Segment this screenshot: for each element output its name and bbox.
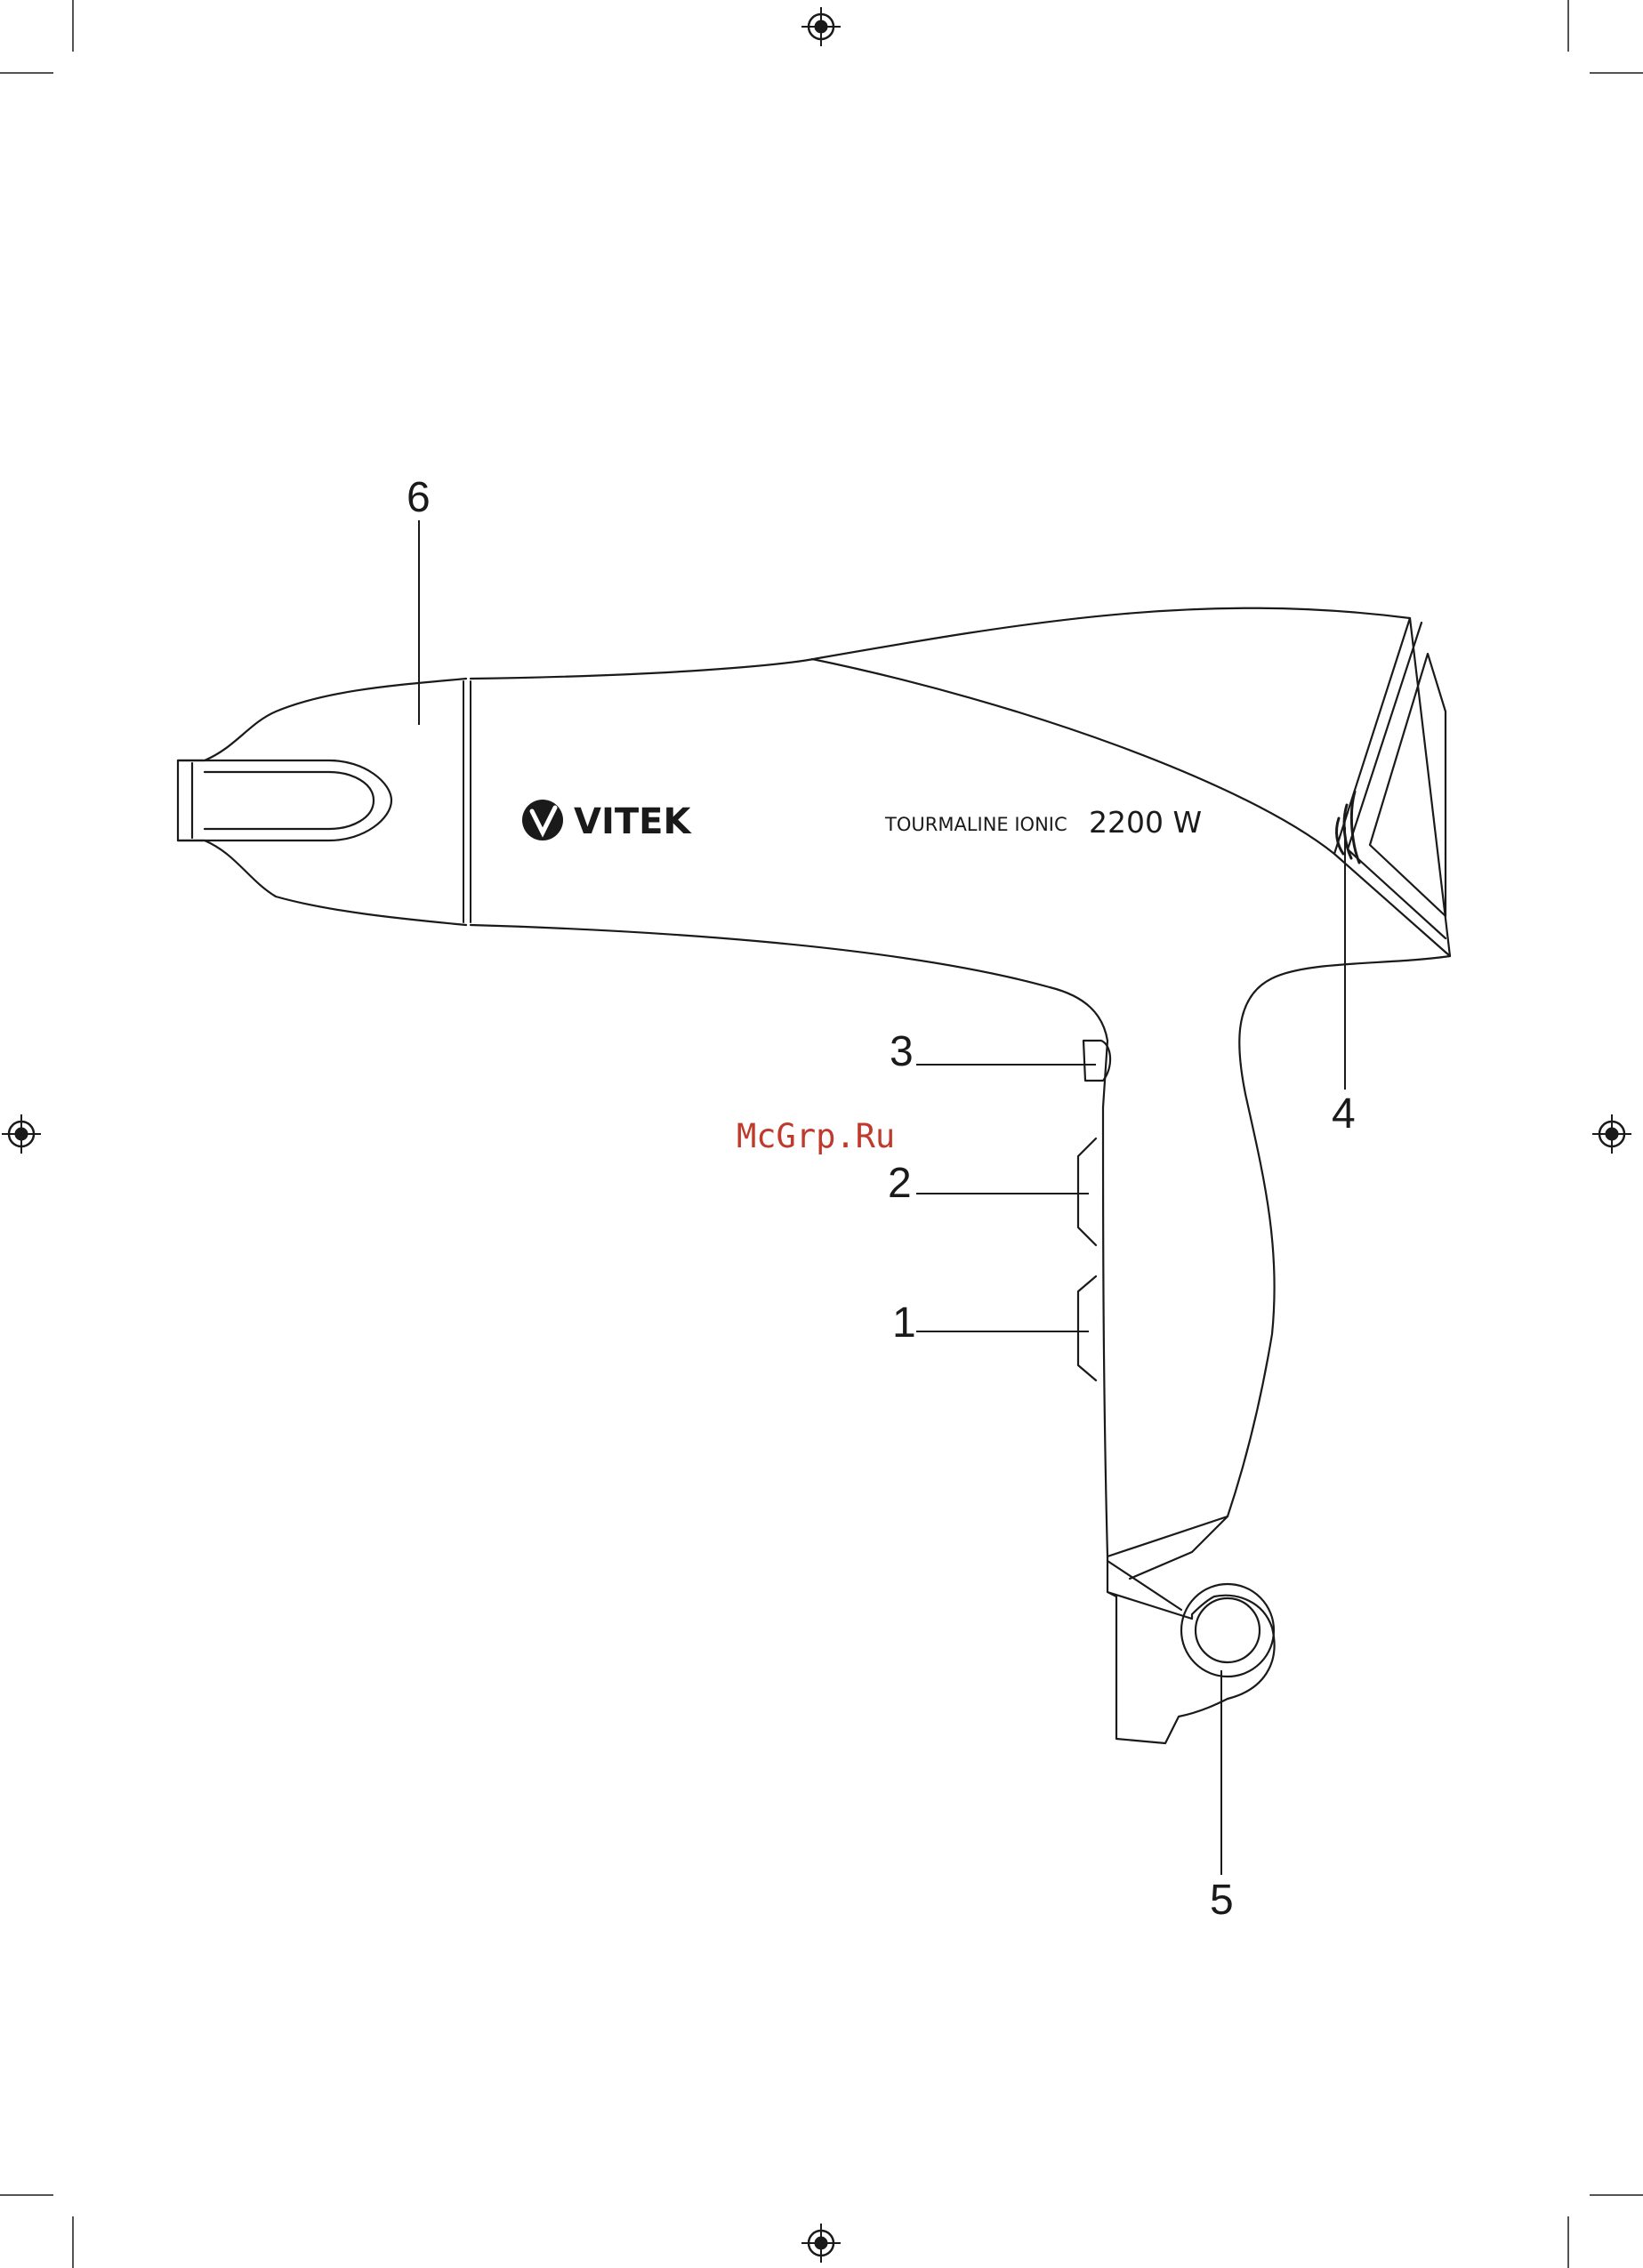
nozzle-opening-inner: [205, 772, 374, 829]
registration-mark-icon: [2, 1114, 41, 1154]
handle-lower-seam: [1130, 1516, 1228, 1579]
handle-fold-line: [1107, 1561, 1181, 1610]
heat-switch: [1078, 1276, 1096, 1380]
hair-dryer: [178, 608, 1450, 1743]
hinge-button: [1196, 1598, 1260, 1662]
brand-name: VITEK: [574, 801, 692, 842]
callout-6: 6: [407, 474, 431, 521]
registration-mark-icon: [801, 7, 841, 46]
callout-4: 4: [1332, 1090, 1356, 1138]
callout-3: 3: [890, 1028, 914, 1075]
rear-grille: [1370, 654, 1446, 916]
speed-switch: [1078, 1138, 1096, 1245]
watermark: McGrp.Ru: [737, 1117, 895, 1155]
nozzle-concentrator: [178, 679, 466, 925]
registration-mark-icon: [801, 2224, 841, 2263]
branding: VITEK TOURMALINE IONIC 2200 W: [522, 800, 1202, 842]
dryer-body-underside: [471, 925, 1107, 1556]
rear-panel-inner: [1348, 623, 1446, 938]
callout-1: 1: [892, 1299, 916, 1347]
dryer-body-outline: [471, 608, 1450, 1743]
callout-2: 2: [888, 1160, 912, 1207]
callout-5: 5: [1210, 1877, 1234, 1924]
vitek-logo-icon: [522, 800, 563, 840]
registration-mark-icon: [1592, 1114, 1631, 1154]
power-rating: 2200 W: [1089, 805, 1202, 840]
model-name: TOURMALINE IONIC: [884, 814, 1067, 835]
